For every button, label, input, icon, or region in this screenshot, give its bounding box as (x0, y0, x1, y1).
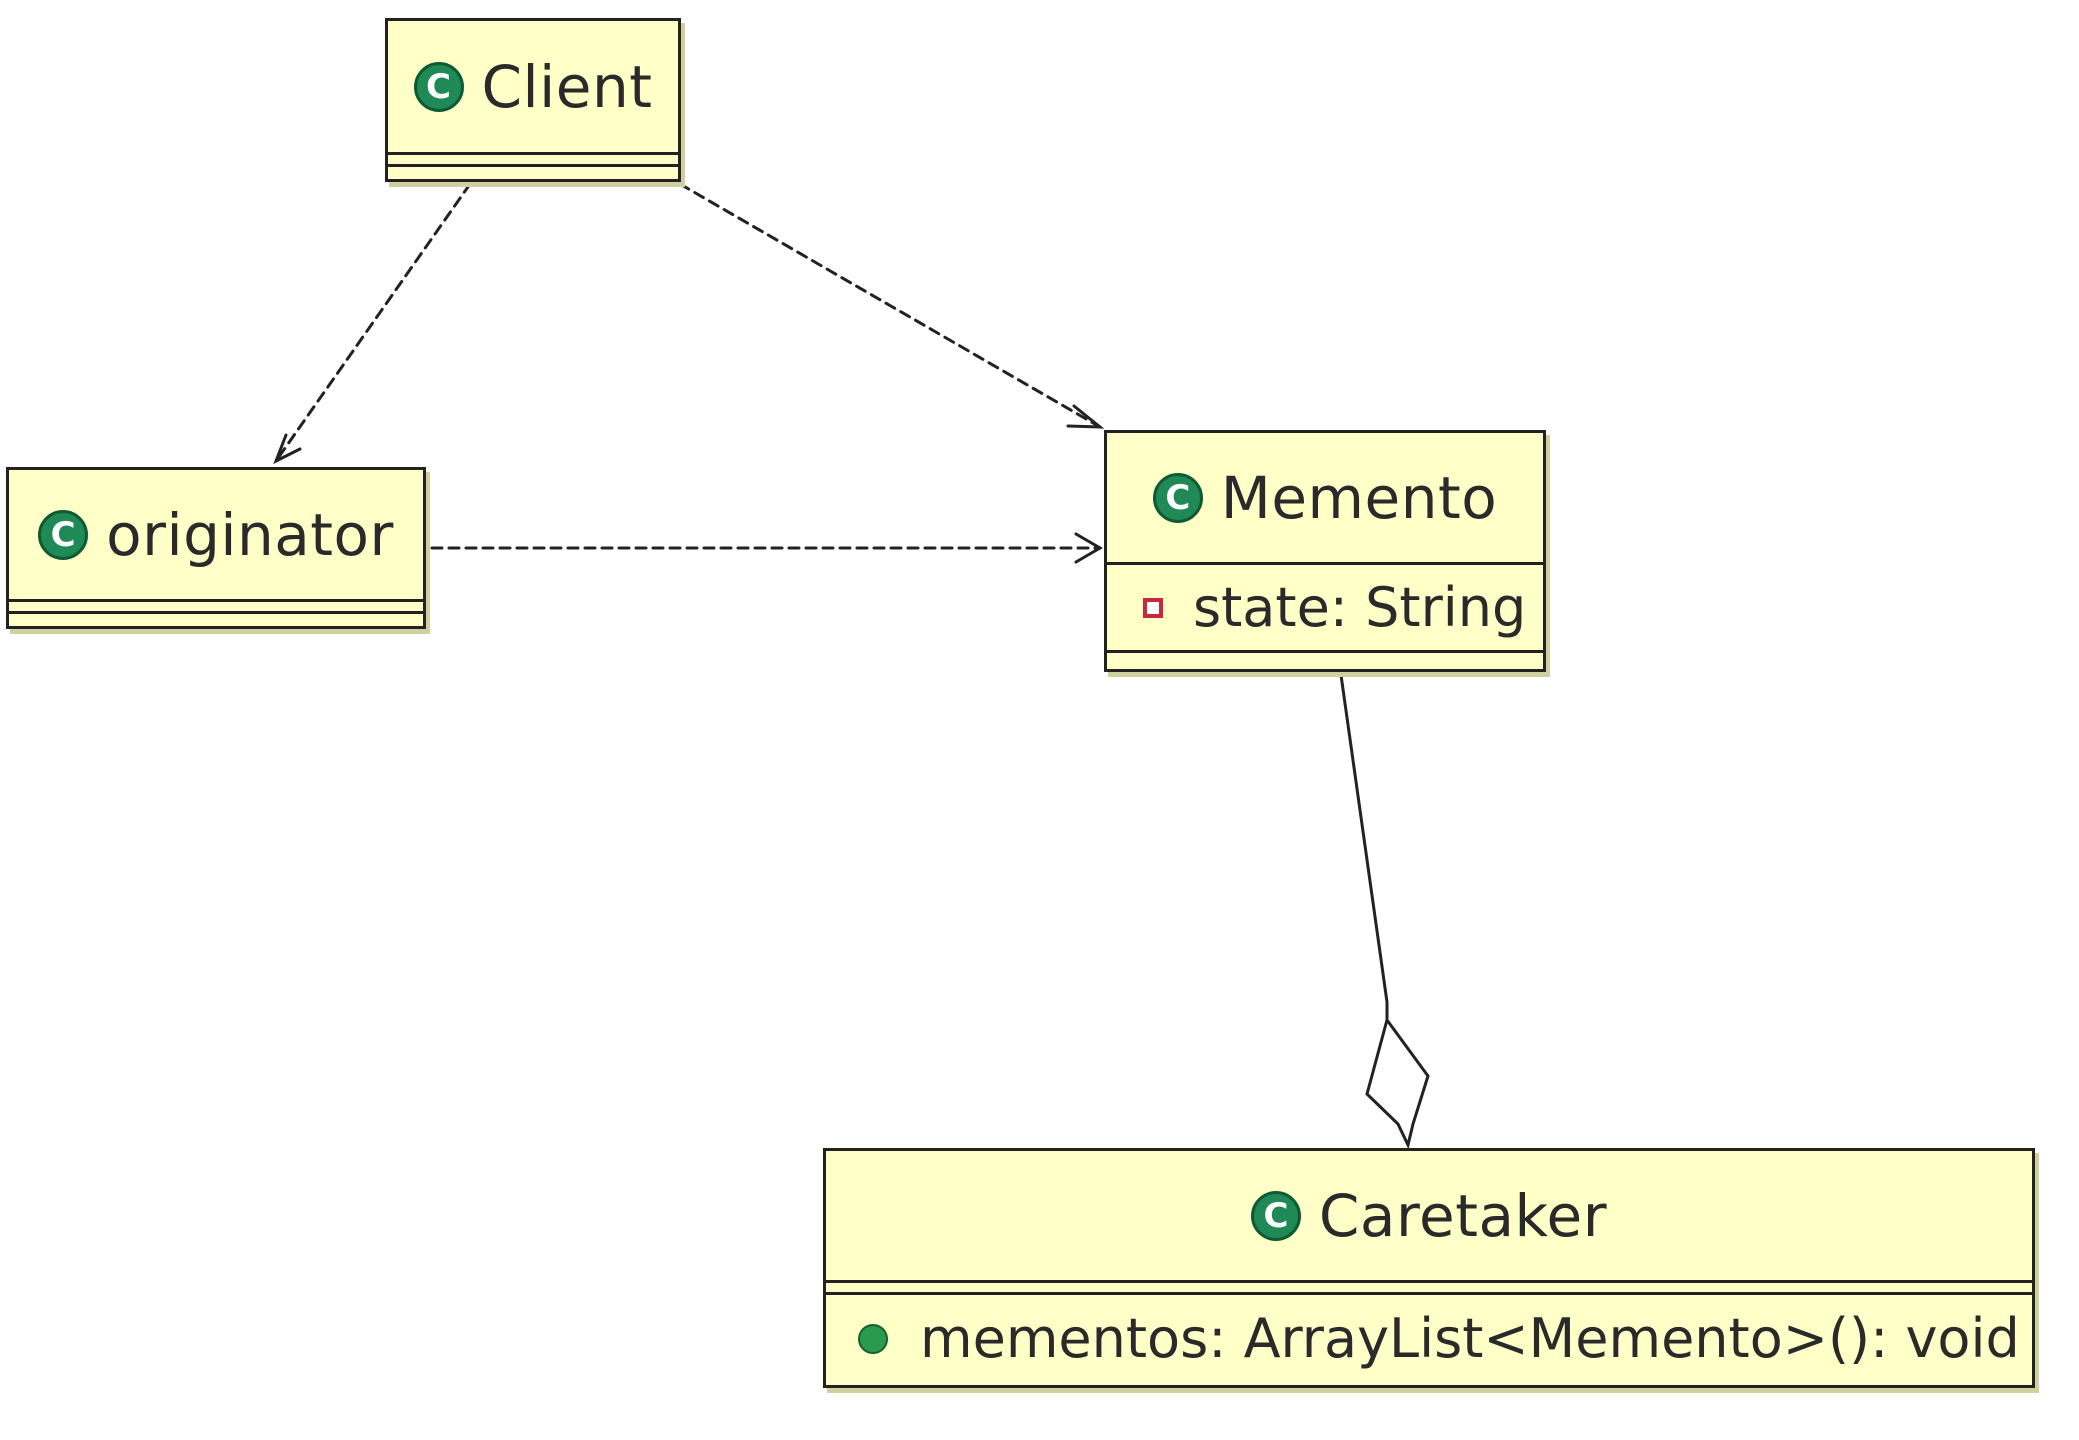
attribute-row[interactable]: state: String (1107, 565, 1543, 653)
class-name-originator: originator (106, 500, 394, 569)
class-icon: C (413, 61, 464, 112)
method-row[interactable]: mementos: ArrayList<Memento>(): void (826, 1295, 2032, 1382)
class-originator[interactable]: C originator (6, 467, 426, 629)
class-client[interactable]: C Client (385, 18, 681, 182)
method-mementos: mementos: ArrayList<Memento>(): void (920, 1307, 2020, 1370)
dependency-originator-memento[interactable] (430, 532, 1103, 564)
class-name-memento: Memento (1220, 463, 1498, 532)
class-caretaker[interactable]: C Caretaker mementos: ArrayList<Memento>… (823, 1148, 2035, 1388)
attributes-compartment (9, 602, 423, 614)
methods-compartment (9, 614, 423, 626)
methods-compartment (388, 167, 678, 179)
class-name-client: Client (481, 52, 653, 121)
public-method-icon (858, 1323, 888, 1354)
dependency-client-originator[interactable] (273, 182, 472, 465)
attribute-state: state: String (1193, 576, 1527, 639)
dependency-client-memento[interactable] (678, 182, 1105, 429)
methods-compartment (1107, 653, 1543, 665)
aggregation-caretaker-memento[interactable] (1339, 673, 1430, 1150)
private-field-icon (1143, 597, 1163, 618)
class-icon: C (1250, 1190, 1301, 1241)
class-icon: C (38, 509, 89, 560)
attributes-compartment (826, 1283, 2032, 1295)
attributes-compartment (388, 155, 678, 167)
class-name-caretaker: Caretaker (1318, 1181, 1608, 1250)
class-memento[interactable]: C Memento state: String (1104, 430, 1546, 672)
class-icon: C (1152, 472, 1203, 523)
